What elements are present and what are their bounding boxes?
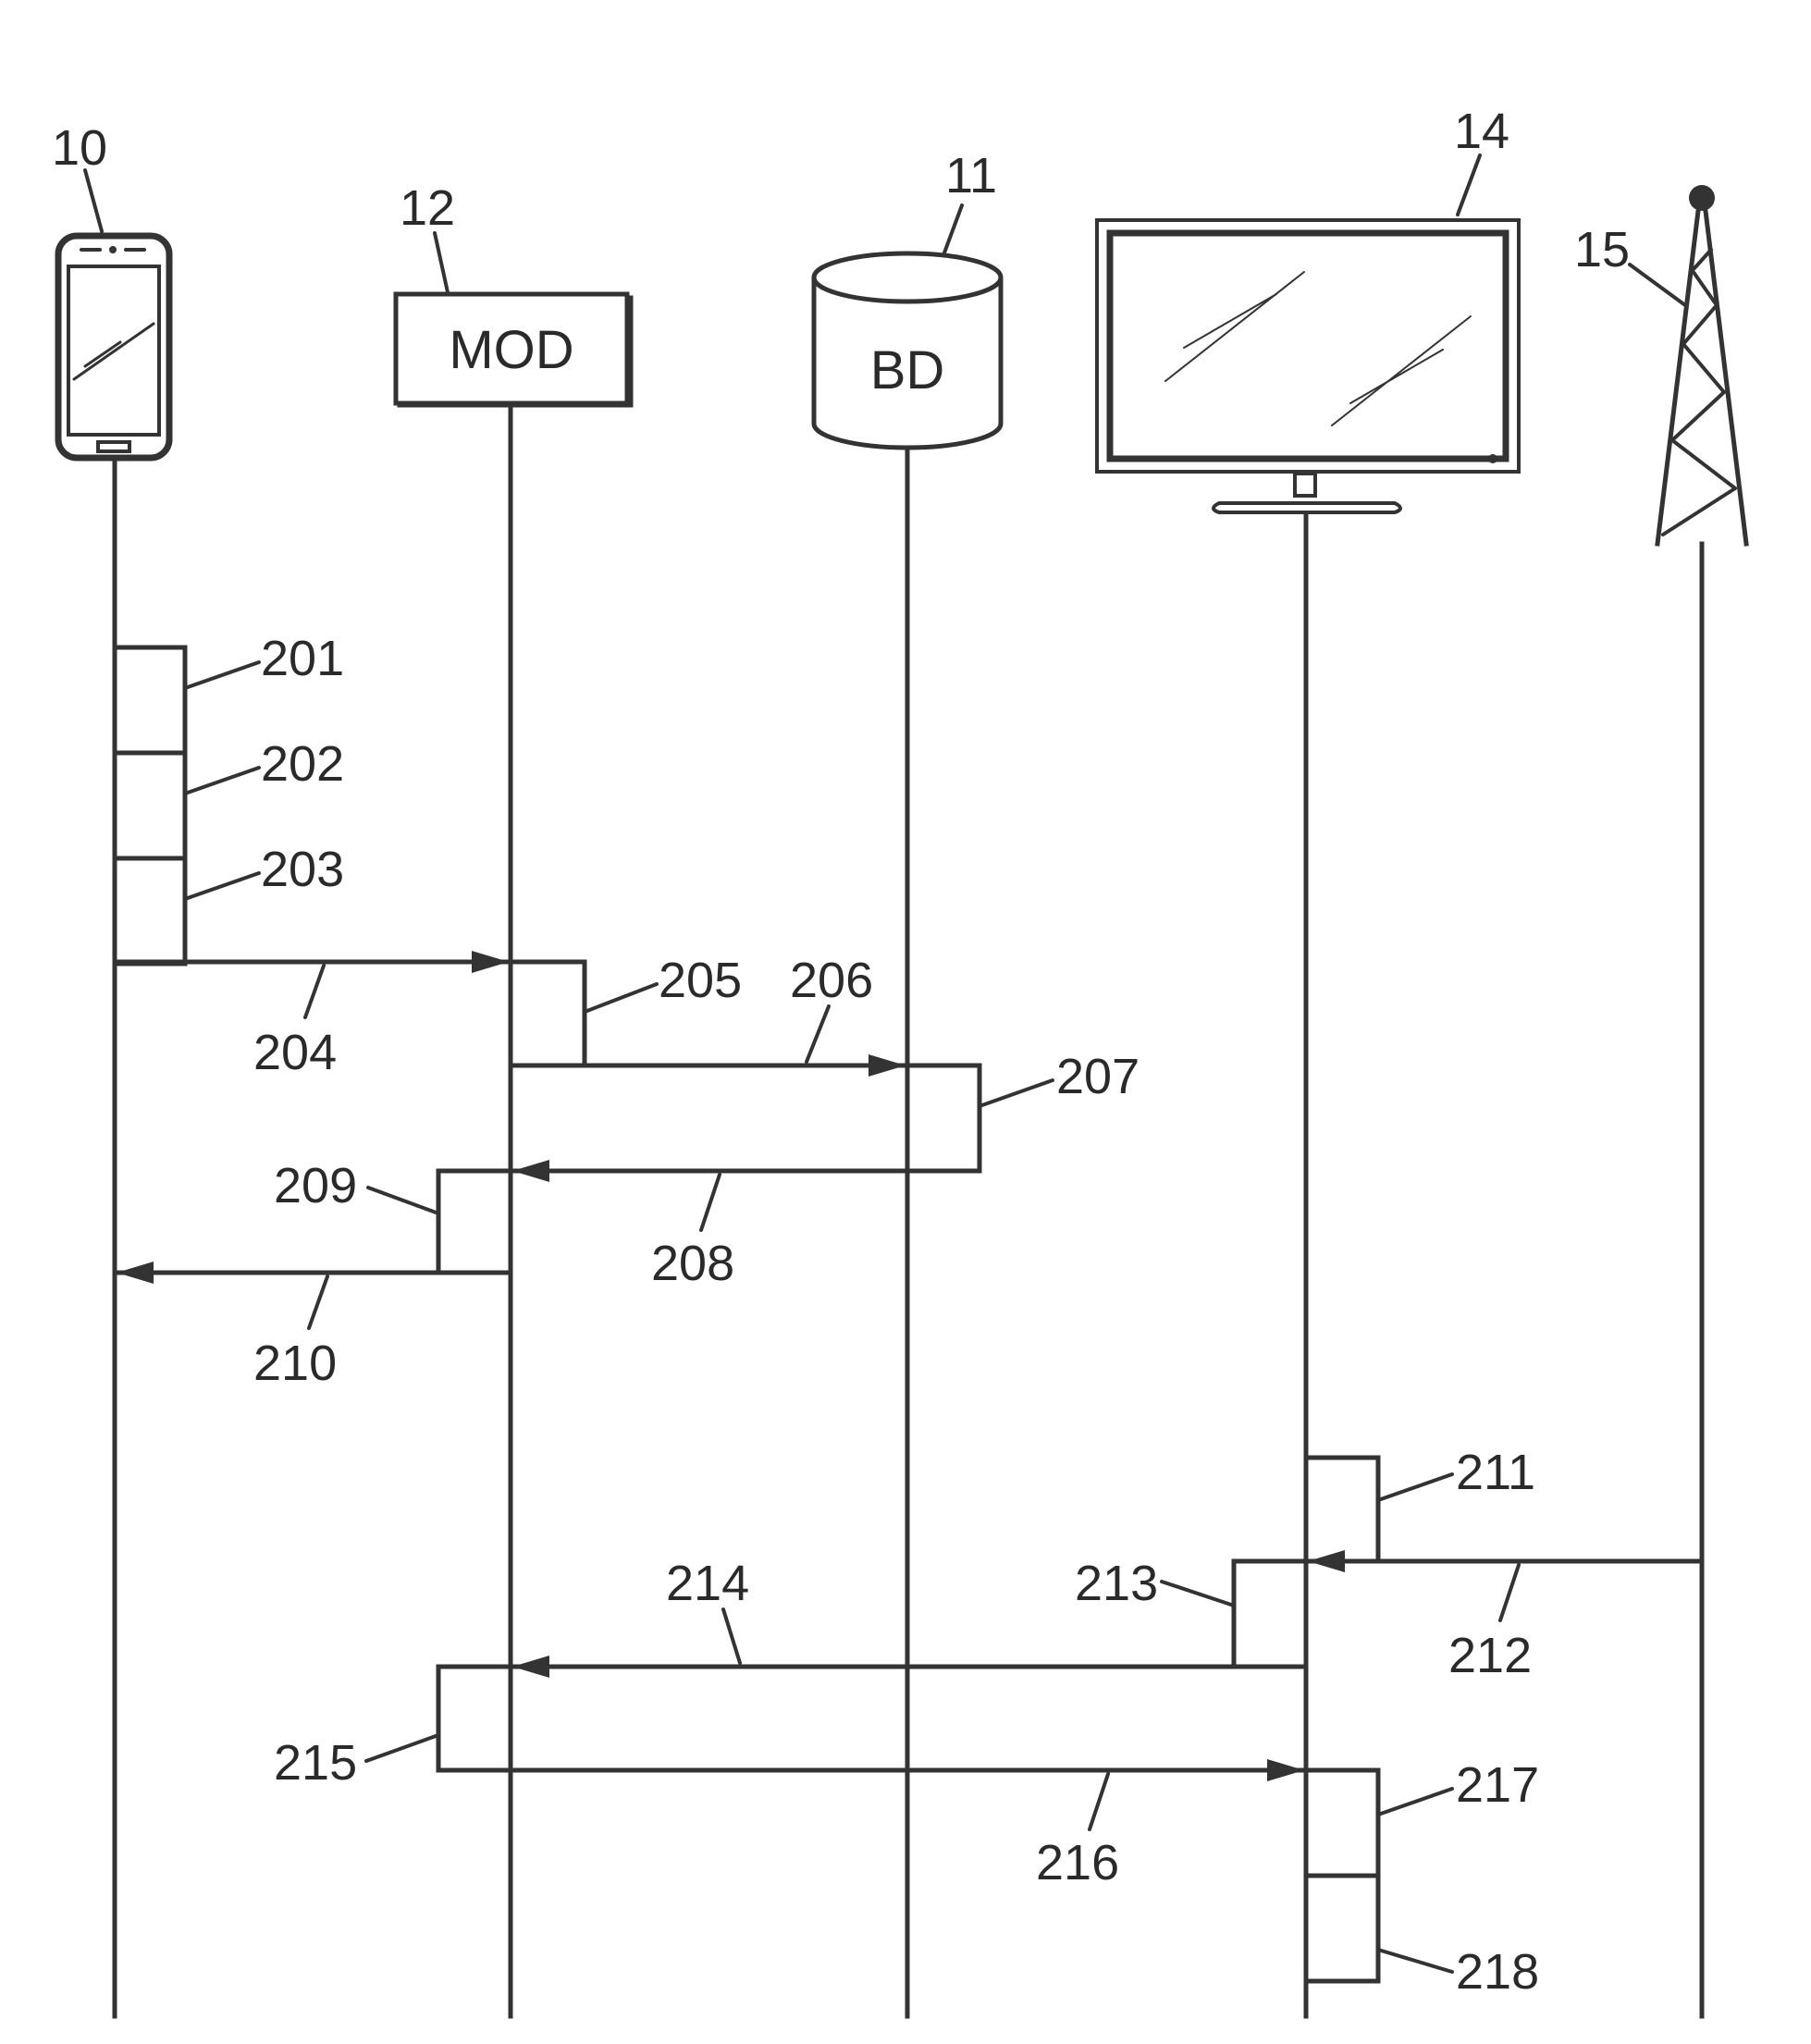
tv-ref-leader xyxy=(1458,155,1480,215)
tv-ref-label: 14 xyxy=(1454,104,1509,159)
activation-215 xyxy=(438,1667,511,1770)
activation-201 xyxy=(115,647,185,753)
bd-ref-label: 11 xyxy=(945,148,997,203)
bd-label: BD xyxy=(870,340,945,400)
activation-218 xyxy=(1306,1876,1378,1981)
activation-203 xyxy=(115,858,185,964)
step-212-label: 212 xyxy=(1448,1628,1532,1683)
activation-207 xyxy=(907,1065,979,1171)
bd-ref-leader xyxy=(943,205,962,255)
mod-ref-leader xyxy=(435,233,448,292)
mod-box-label: MOD xyxy=(449,320,573,380)
activation-202 xyxy=(115,753,185,858)
step-213-label: 213 xyxy=(1075,1556,1158,1611)
activation-205 xyxy=(511,962,585,1065)
step-209-label: 209 xyxy=(274,1158,357,1213)
phone-icon xyxy=(58,236,169,458)
television-icon xyxy=(1097,220,1519,512)
step-218-label: 218 xyxy=(1456,1944,1539,2000)
step-208-label: 208 xyxy=(651,1236,734,1291)
step-201-label: 201 xyxy=(261,631,344,686)
step-216-label: 216 xyxy=(1036,1835,1119,1890)
phone-ref-label: 10 xyxy=(52,120,107,176)
mod-ref-label: 12 xyxy=(400,180,455,236)
cell-tower-icon xyxy=(1657,185,1746,544)
activation-211 xyxy=(1306,1458,1378,1561)
activation-213 xyxy=(1234,1561,1306,1667)
step-215-label: 215 xyxy=(274,1735,357,1791)
step-204-label: 204 xyxy=(253,1025,337,1080)
step-210-label: 210 xyxy=(253,1336,337,1391)
step-217-label: 217 xyxy=(1456,1757,1539,1813)
phone-ref-leader xyxy=(85,170,102,231)
step-211-label: 211 xyxy=(1456,1445,1535,1500)
step-202-label: 202 xyxy=(261,736,344,792)
tower-ref-label: 15 xyxy=(1574,222,1630,277)
step-203-label: 203 xyxy=(261,842,344,897)
activation-217 xyxy=(1306,1770,1378,1876)
step-206-label: 206 xyxy=(790,953,873,1008)
tower-ref-leader xyxy=(1630,265,1685,305)
step-207-label: 207 xyxy=(1056,1049,1140,1104)
activation-209 xyxy=(438,1171,511,1273)
step-205-label: 205 xyxy=(659,953,742,1008)
step-214-label: 214 xyxy=(666,1556,749,1611)
